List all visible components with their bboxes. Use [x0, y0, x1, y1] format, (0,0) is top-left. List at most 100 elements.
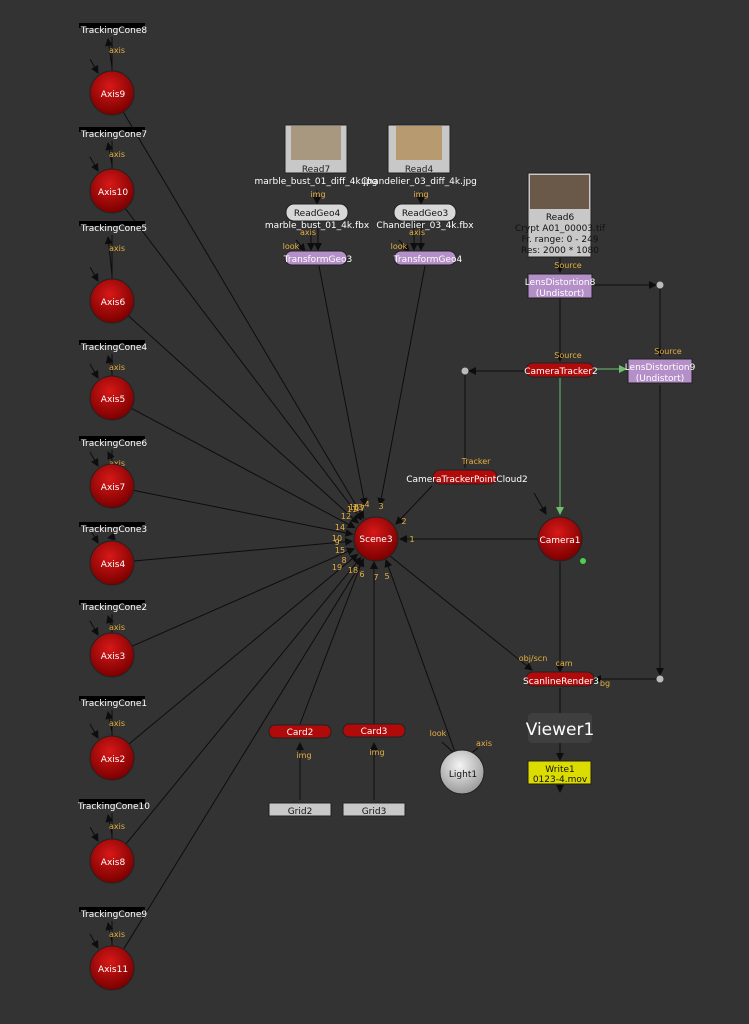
light1-node[interactable]: Light1	[439, 749, 485, 795]
card3-node[interactable]: Card3	[342, 723, 406, 738]
card3-img-port: img	[369, 748, 384, 757]
axis-label: Axis3	[101, 652, 125, 662]
scene3-input-index: 1	[409, 535, 414, 544]
transformgeo3-node[interactable]: TransformGeo3	[283, 250, 353, 266]
dot-node[interactable]	[656, 675, 664, 683]
write1-node[interactable]: Write1 0123-4.mov	[527, 760, 592, 785]
transformgeo4-label: TransformGeo4	[393, 255, 463, 265]
tracking-cone-node[interactable]: TrackingCone4	[79, 340, 147, 353]
dot-node[interactable]	[461, 367, 469, 375]
scene3-input-index: 13	[353, 503, 363, 512]
grid2-label: Grid2	[288, 807, 313, 817]
axis-node[interactable]: Axis7	[89, 463, 135, 509]
read7-file: marble_bust_01_diff_4k.jpg	[255, 177, 378, 187]
axis-port-label: axis	[109, 150, 125, 159]
camera1-node[interactable]: Camera1	[537, 516, 583, 562]
tracking-cone-node[interactable]: TrackingCone6	[79, 436, 147, 449]
readgeo3-node[interactable]: ReadGeo3 Chandelier_03_4k.fbx	[376, 203, 474, 231]
card2-node[interactable]: Card2	[268, 724, 332, 739]
readgeo3-label: ReadGeo3	[402, 209, 448, 219]
scene3-input-index: 7	[373, 573, 378, 582]
tracking-cone-node[interactable]: TrackingCone1	[79, 696, 147, 709]
axis-to-scene-connections	[89, 37, 365, 950]
lens8-mode: (Undistort)	[536, 289, 584, 299]
cameratracker-source-port: Source	[554, 351, 582, 360]
read4-file: Chandelier_03_diff_4k.jpg	[361, 177, 477, 187]
cameratracker-label: CameraTracker2	[524, 367, 598, 377]
scene3-input-index: 18	[348, 566, 358, 575]
transformgeo4-node[interactable]: TransformGeo4	[393, 250, 463, 266]
scene3-node[interactable]: Scene3	[353, 516, 399, 562]
lens9-label: LensDistortion9	[625, 363, 696, 373]
scene3-input-index: 8	[341, 556, 346, 565]
write1-label: Write1	[545, 765, 575, 775]
readgeo3-img-port: img	[413, 190, 428, 199]
readgeo3-file: Chandelier_03_4k.fbx	[376, 221, 474, 231]
axis-node[interactable]: Axis11	[89, 945, 135, 991]
tracking-cone-column: TrackingCone8axisAxis9TrackingCone7axisA…	[77, 23, 150, 991]
tracking-cone-label: TrackingCone6	[80, 439, 147, 449]
scanline-label: ScanlineRender3	[523, 677, 599, 687]
tracking-cone-node[interactable]: TrackingCone2	[79, 600, 147, 613]
pointcloud-node[interactable]: CameraTrackerPointCloud2	[406, 469, 528, 485]
scene3-input-index: 19	[332, 563, 342, 572]
read6-file: Crypt A01_00003.tif	[515, 224, 606, 234]
grid2-node[interactable]: Grid2	[268, 802, 332, 817]
read7-label: Read7	[302, 165, 330, 175]
readgeo4-label: ReadGeo4	[294, 209, 341, 219]
axis-node[interactable]: Axis4	[89, 540, 135, 586]
tracking-cone-node[interactable]: TrackingCone9	[79, 907, 147, 920]
transformgeo3-look-port: look	[283, 242, 300, 251]
axis-label: Axis2	[101, 755, 125, 765]
viewer1-label: Viewer1	[526, 720, 595, 740]
tracking-cone-node[interactable]: TrackingCone7	[79, 127, 147, 140]
camera1-label: Camera1	[539, 536, 580, 546]
scanline-objscn-port: obj/scn	[519, 654, 548, 663]
graph-connections	[295, 190, 664, 800]
axis-node[interactable]: Axis3	[89, 632, 135, 678]
readgeo4-img-port: img	[310, 190, 325, 199]
axis-port-label: axis	[109, 822, 125, 831]
scene3-input-index: 3	[378, 502, 383, 511]
axis-node[interactable]: Axis6	[89, 278, 135, 324]
read6-node[interactable]: Read6 Crypt A01_00003.tif Fr. range: 0 -…	[515, 172, 606, 258]
camera1-status-dot	[580, 558, 586, 564]
dot-node[interactable]	[656, 281, 664, 289]
scene3-input-index: 16	[349, 503, 359, 512]
lens8-node[interactable]: LensDistortion8 (Undistort)	[525, 273, 596, 299]
axis-node[interactable]: Axis9	[89, 70, 135, 116]
scanline-node[interactable]: ScanlineRender3	[523, 671, 599, 687]
readgeo4-node[interactable]: ReadGeo4 marble_bust_01_4k.fbx	[265, 203, 370, 231]
axis-node[interactable]: Axis10	[89, 168, 135, 214]
tracking-cone-node[interactable]: TrackingCone3	[79, 522, 147, 535]
axis-port-label: axis	[109, 623, 125, 632]
axis-node[interactable]: Axis2	[89, 735, 135, 781]
write1-file: 0123-4.mov	[533, 775, 588, 785]
axis-node[interactable]: Axis5	[89, 375, 135, 421]
read4-label: Read4	[405, 165, 434, 175]
read4-node[interactable]: Read4 Chandelier_03_diff_4k.jpg	[361, 124, 477, 187]
tracking-cone-node[interactable]: TrackingCone5	[79, 221, 147, 234]
scene3-input-index: 14	[335, 523, 345, 532]
tracking-cone-label: TrackingCone10	[77, 802, 150, 812]
axis-port-label: axis	[109, 363, 125, 372]
readgeo4-file: marble_bust_01_4k.fbx	[265, 221, 370, 231]
viewer1-node[interactable]: Viewer1	[526, 713, 595, 743]
transformgeo3-axis-port: axis	[300, 228, 316, 237]
axis-node[interactable]: Axis8	[89, 838, 135, 884]
scene3-label: Scene3	[359, 535, 392, 545]
axis-label: Axis8	[101, 858, 126, 868]
cameratracker-node[interactable]: CameraTracker2	[524, 362, 598, 378]
grid3-node[interactable]: Grid3	[342, 802, 406, 817]
tracking-cone-label: TrackingCone1	[80, 699, 147, 709]
tracking-cone-node[interactable]: TrackingCone10	[77, 799, 150, 812]
card2-img-port: img	[296, 751, 311, 760]
tracking-cone-node[interactable]: TrackingCone8	[79, 23, 147, 36]
read7-node[interactable]: Read7 marble_bust_01_diff_4k.jpg	[255, 124, 378, 187]
scene3-input-index: 9	[334, 538, 339, 547]
axis-port-label: axis	[109, 244, 125, 253]
lens9-node[interactable]: LensDistortion9 (Undistort)	[625, 358, 696, 384]
axis-label: Axis7	[101, 483, 125, 493]
scene3-input-index: 15	[335, 546, 345, 555]
